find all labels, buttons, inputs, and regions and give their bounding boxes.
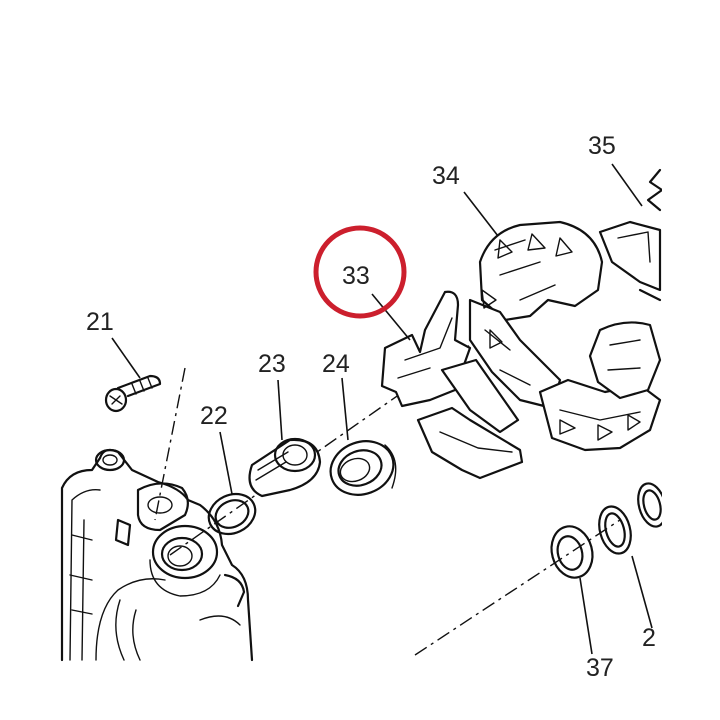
label-37: 37 (586, 654, 614, 682)
cush-drive-rubber-34 (468, 220, 662, 452)
leader-37 (579, 577, 593, 655)
o-ring-22 (207, 492, 257, 536)
hub-housing (60, 448, 254, 662)
label-21: 21 (86, 308, 114, 336)
seal-24 (329, 440, 397, 496)
label-23: 23 (258, 350, 286, 378)
right-crop-mask (662, 120, 720, 680)
bushing-23 (248, 437, 322, 498)
label-34: 34 (432, 162, 460, 190)
assembly-axis-lower (414, 519, 621, 656)
label-33: 33 (342, 262, 370, 290)
leader-2x (631, 555, 653, 629)
leader-33 (371, 293, 411, 341)
leader-24 (341, 377, 349, 441)
highlight-circle-33 (313, 225, 407, 319)
assembly-axis-screw (154, 367, 186, 521)
leader-23 (277, 379, 283, 441)
screw-21 (104, 374, 162, 413)
label-35: 35 (588, 132, 616, 160)
leader-35 (611, 163, 643, 207)
o-ring-2x (598, 482, 667, 555)
seal-37 (550, 525, 594, 579)
bottom-crop-mask (0, 662, 720, 720)
leader-22 (219, 431, 233, 495)
label-24: 24 (322, 350, 350, 378)
leader-34 (463, 191, 499, 237)
damper-segment-33 (380, 290, 524, 480)
label-2x: 2 (642, 624, 656, 652)
label-22: 22 (200, 402, 228, 430)
leader-21 (111, 337, 141, 379)
